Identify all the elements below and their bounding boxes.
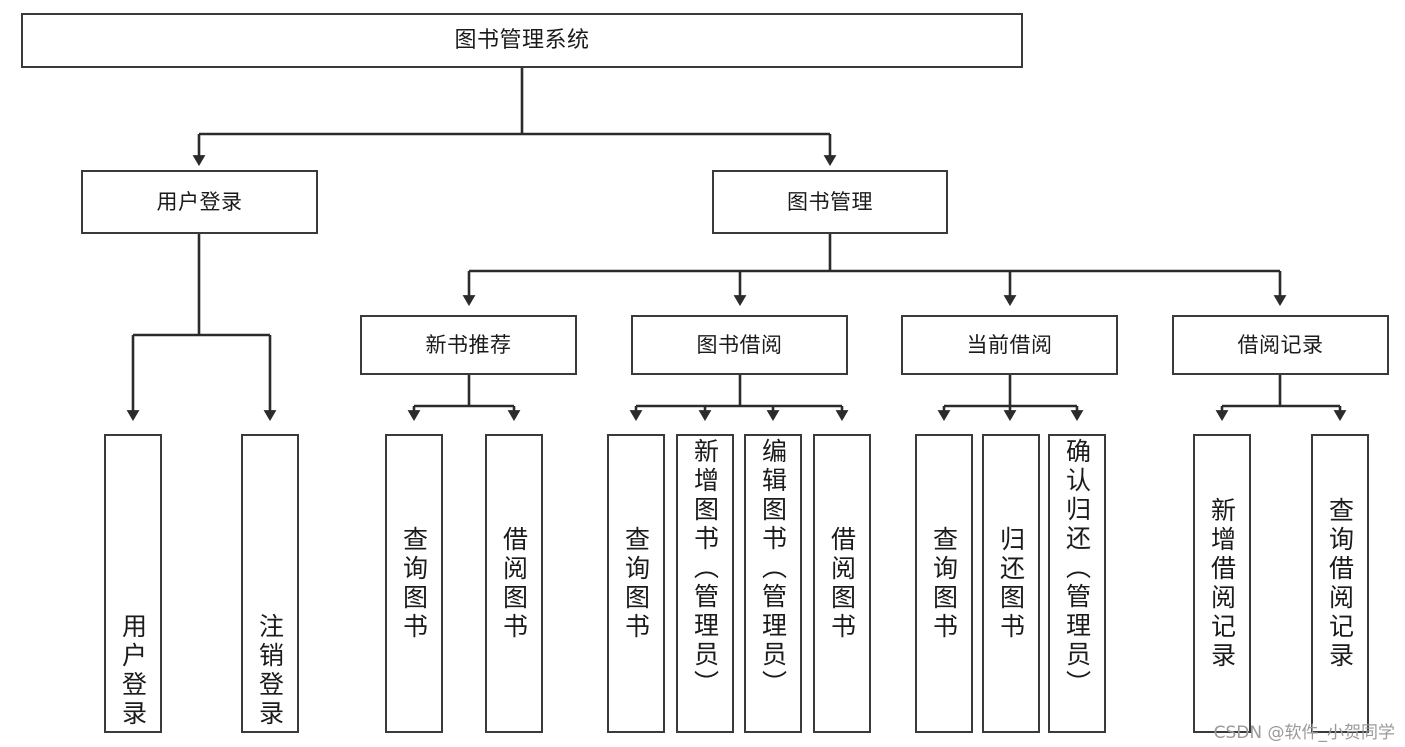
leaf-current-borrow-return-book[interactable]: 归还图书 — [982, 434, 1040, 733]
node-root-book-management-system[interactable]: 图书管理系统 — [21, 13, 1023, 68]
node-label: 图书管理系统 — [454, 27, 590, 53]
leaf-borrow-record-add-record[interactable]: 新增借阅记录 — [1193, 434, 1251, 733]
node-label: 当前借阅 — [966, 332, 1053, 357]
node-borrow-record[interactable]: 借阅记录 — [1172, 315, 1389, 375]
node-label: 查询图书 — [621, 525, 651, 642]
leaf-user-login-logout[interactable]: 注销登录 — [241, 434, 299, 733]
node-label: 查询借阅记录 — [1325, 496, 1355, 671]
leaf-new-book-query-book[interactable]: 查询图书 — [385, 434, 443, 733]
node-label: 新增图书（管理员） — [690, 438, 720, 699]
node-user-login[interactable]: 用户登录 — [81, 170, 318, 234]
leaf-book-borrow-borrow-book[interactable]: 借阅图书 — [813, 434, 871, 733]
node-label: 确认归还（管理员） — [1062, 438, 1092, 699]
node-label: 新增借阅记录 — [1207, 496, 1237, 671]
node-label: 借阅图书 — [827, 525, 857, 642]
leaf-book-borrow-add-book-admin[interactable]: 新增图书（管理员） — [676, 434, 734, 733]
node-label: 用户登录 — [156, 189, 243, 214]
leaf-book-borrow-query-book[interactable]: 查询图书 — [607, 434, 665, 733]
node-new-book-recommend[interactable]: 新书推荐 — [360, 315, 577, 375]
node-label: 查询图书 — [399, 525, 429, 642]
watermark-text: CSDN @软件_小贺同学 — [1213, 723, 1395, 743]
node-label: 查询图书 — [929, 525, 959, 642]
node-label: 归还图书 — [996, 525, 1026, 642]
leaf-user-login-login[interactable]: 用户登录 — [104, 434, 162, 733]
node-label: 新书推荐 — [425, 332, 512, 357]
node-book-borrow[interactable]: 图书借阅 — [631, 315, 848, 375]
leaf-new-book-borrow-book[interactable]: 借阅图书 — [485, 434, 543, 733]
leaf-borrow-record-query-record[interactable]: 查询借阅记录 — [1311, 434, 1369, 733]
node-current-borrow[interactable]: 当前借阅 — [901, 315, 1118, 375]
leaf-current-borrow-confirm-return-admin[interactable]: 确认归还（管理员） — [1048, 434, 1106, 733]
node-label: 图书借阅 — [696, 332, 783, 357]
node-label: 编辑图书（管理员） — [758, 438, 788, 699]
node-label: 借阅记录 — [1237, 332, 1324, 357]
leaf-current-borrow-query-book[interactable]: 查询图书 — [915, 434, 973, 733]
node-label: 用户登录 — [118, 613, 148, 729]
leaf-book-borrow-edit-book-admin[interactable]: 编辑图书（管理员） — [744, 434, 802, 733]
node-book-management[interactable]: 图书管理 — [712, 170, 948, 234]
node-label: 注销登录 — [255, 613, 285, 729]
node-label: 图书管理 — [787, 189, 873, 214]
node-label: 借阅图书 — [499, 525, 529, 642]
